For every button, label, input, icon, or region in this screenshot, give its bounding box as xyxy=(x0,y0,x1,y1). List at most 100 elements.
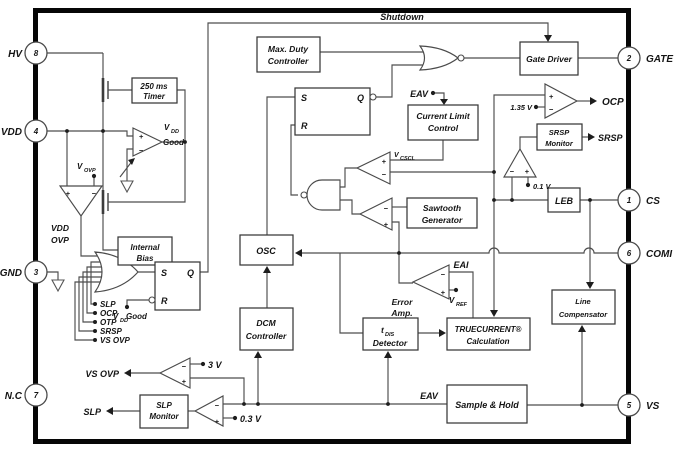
function-blocks: 250 ms Timer Max. Duty Controller Gate D… xyxy=(117,36,616,429)
svg-text:VDD: VDD xyxy=(1,127,22,138)
vdd-good-comparator xyxy=(132,127,164,157)
svg-text:Timer: Timer xyxy=(143,92,166,101)
svg-text:S: S xyxy=(161,268,167,278)
svg-text:−: − xyxy=(384,204,389,213)
nor-output-bubble xyxy=(457,54,465,62)
osc-block xyxy=(239,234,294,266)
sample-hold-block xyxy=(446,384,528,424)
svg-text:OVP: OVP xyxy=(84,168,96,174)
pin-vdd: 4 VDD xyxy=(1,119,48,143)
signal-labels: Shutdown EAV EAV EAI OCP SRSP VS OVP SLP… xyxy=(51,12,624,417)
svg-text:−: − xyxy=(382,170,387,179)
pwm-comparator xyxy=(358,197,393,231)
voltage-labels: 1.35 V 0.1 V 3 V 0.3 V xyxy=(208,103,552,424)
svg-text:−: − xyxy=(92,189,97,198)
srsp-comparator xyxy=(503,147,537,178)
fault-latch: S Q R xyxy=(148,261,201,311)
v3-label: 3 V xyxy=(208,360,223,370)
nor-gate xyxy=(418,45,459,71)
svg-text:Controller: Controller xyxy=(268,56,309,66)
svg-text:Monitor: Monitor xyxy=(545,139,574,148)
svg-text:SRSP: SRSP xyxy=(549,128,570,137)
pin-cs: 1 CS xyxy=(617,188,660,212)
ocp-output-label: OCP xyxy=(602,97,624,108)
svg-text:+: + xyxy=(182,377,187,386)
svg-text:TRUECURRENT®: TRUECURRENT® xyxy=(455,325,522,334)
svg-text:V: V xyxy=(449,296,455,305)
svg-text:V: V xyxy=(164,123,170,132)
svg-text:GATE: GATE xyxy=(646,54,673,65)
svg-text:Good: Good xyxy=(126,312,148,321)
svg-text:+: + xyxy=(441,288,446,297)
vs-ovp-output-label: VS OVP xyxy=(85,369,120,379)
svg-text:N.C: N.C xyxy=(5,391,23,402)
svg-text:S: S xyxy=(301,93,307,103)
svg-text:V: V xyxy=(394,152,400,159)
svg-text:VS: VS xyxy=(646,401,660,412)
svg-text:+: + xyxy=(384,220,389,229)
pwm-latch: S Q R xyxy=(294,87,377,136)
svg-text:−: − xyxy=(215,401,220,410)
svg-text:2: 2 xyxy=(626,54,632,63)
svg-text:−: − xyxy=(441,270,446,279)
svg-text:3: 3 xyxy=(34,268,39,277)
svg-text:5: 5 xyxy=(627,401,632,410)
svg-text:COMI: COMI xyxy=(646,249,672,260)
svg-text:4: 4 xyxy=(33,127,39,136)
pin-comi: 6 COMI xyxy=(617,241,672,265)
ocp-comparator xyxy=(544,83,579,119)
svg-text:Generator: Generator xyxy=(422,215,463,225)
svg-text:−: − xyxy=(549,105,554,114)
svg-text:VDD: VDD xyxy=(51,223,69,233)
svg-text:OVP: OVP xyxy=(51,235,69,245)
dcm-controller-block xyxy=(239,307,294,351)
svg-text:t: t xyxy=(381,325,385,335)
svg-text:Monitor: Monitor xyxy=(149,412,179,421)
pin-gate: 2 GATE xyxy=(617,46,673,70)
svg-text:CSCL: CSCL xyxy=(400,156,416,162)
svg-text:Internal: Internal xyxy=(131,243,161,252)
pin-hv: 8 HV xyxy=(8,41,48,65)
slp-comparator xyxy=(193,395,224,427)
fault-slp: SLP xyxy=(100,300,116,309)
svg-text:DIS: DIS xyxy=(385,332,395,338)
svg-text:+: + xyxy=(139,132,144,141)
timer-block xyxy=(131,77,178,104)
pin-gnd: 3 GND xyxy=(0,260,48,284)
pin-nc: 7 N.C xyxy=(5,383,48,407)
svg-text:+: + xyxy=(549,92,554,101)
svg-text:250 ms: 250 ms xyxy=(139,82,168,91)
gate-driver-block xyxy=(519,41,579,76)
bias-mosfet xyxy=(101,190,109,214)
v03-label: 0.3 V xyxy=(240,414,262,424)
svg-text:Controller: Controller xyxy=(246,331,287,341)
svg-text:GND: GND xyxy=(0,268,22,279)
tdis-detector-block xyxy=(362,317,419,351)
svg-text:Good: Good xyxy=(163,138,185,147)
svg-text:OSC: OSC xyxy=(256,246,276,256)
svg-text:−: − xyxy=(139,146,144,155)
vdd-ovp-comparator xyxy=(58,185,104,218)
arrowheads xyxy=(106,35,597,415)
pins: 8 HV 4 VDD 3 GND 7 N.C 2 GATE 1 CS xyxy=(0,41,673,417)
hv-mosfet xyxy=(101,78,109,102)
shutdown-label: Shutdown xyxy=(380,12,424,22)
svg-text:Error: Error xyxy=(392,297,413,307)
slp-output-label: SLP xyxy=(83,407,102,417)
eai-label: EAI xyxy=(453,260,469,270)
leb-block xyxy=(547,187,581,213)
polarity-signs: + − + − + − − + + − − + − + − + − + xyxy=(66,92,554,426)
svg-text:DCM: DCM xyxy=(256,318,276,328)
vs-ovp-comparator xyxy=(158,357,191,389)
svg-text:Calculation: Calculation xyxy=(466,337,509,346)
truecurrent-calculation-block xyxy=(446,317,531,351)
v01-label: 0.1 V xyxy=(533,182,552,191)
srsp-output-label: SRSP xyxy=(598,133,624,143)
svg-text:Amp.: Amp. xyxy=(390,308,412,318)
svg-text:V: V xyxy=(113,312,119,321)
svg-text:V: V xyxy=(77,162,83,171)
svg-text:Sample & Hold: Sample & Hold xyxy=(455,400,519,410)
current-limit-comparator xyxy=(355,151,391,185)
